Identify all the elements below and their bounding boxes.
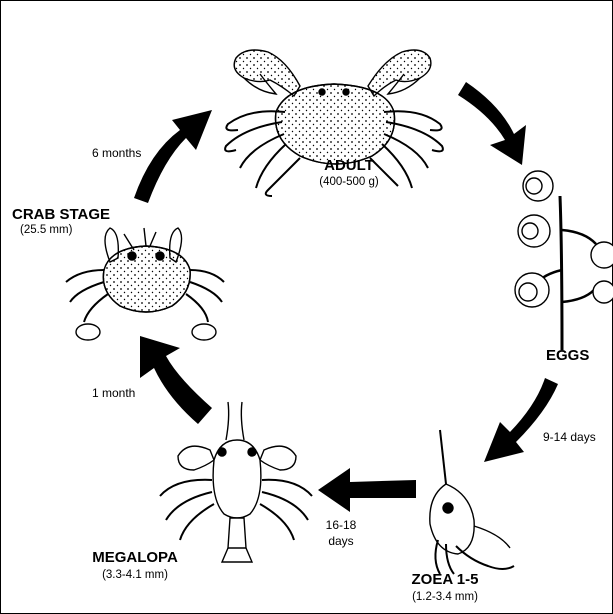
adult-size: (400-500 g): [299, 176, 399, 188]
duration-zoea-to-megalopa-line2: days: [318, 535, 364, 548]
crab-stage-illustration: [66, 228, 224, 340]
megalopa-label: MEGALOPA: [80, 550, 190, 566]
zoea-label: ZOEA 1-5: [390, 572, 500, 588]
zoea-size: (1.2-3.4 mm): [390, 591, 500, 603]
arrow-eggs-to-zoea: [484, 378, 558, 462]
eggs-label: EGGS: [546, 348, 589, 364]
duration-megalopa-to-crab: 1 month: [92, 387, 135, 400]
adult-label: ADULT: [309, 158, 389, 174]
crab-stage-size: (25.5 mm): [20, 224, 72, 236]
duration-eggs-to-zoea: 9-14 days: [543, 431, 596, 444]
crab-stage-label: CRAB STAGE: [12, 207, 110, 223]
eggs-illustration: [515, 171, 613, 350]
arrow-crab-to-adult: [134, 110, 212, 203]
arrow-adult-to-eggs: [458, 82, 526, 165]
megalopa-size: (3.3-4.1 mm): [80, 569, 190, 581]
duration-crab-to-adult: 6 months: [92, 147, 141, 160]
duration-zoea-to-megalopa-line1: 16-18: [318, 519, 364, 532]
arrow-zoea-to-megalopa: [318, 468, 416, 512]
arrow-megalopa-to-crab: [140, 336, 212, 424]
adult-crab-illustration: [225, 50, 443, 196]
megalopa-illustration: [160, 402, 312, 562]
